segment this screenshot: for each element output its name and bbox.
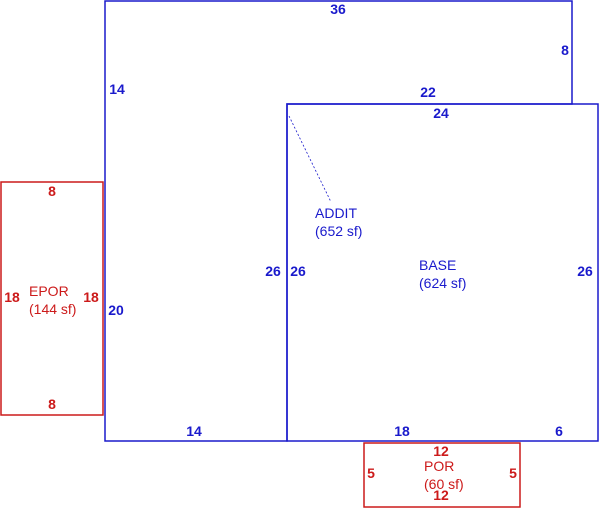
- por-dim-left: 5: [367, 465, 375, 481]
- por-dim-right: 5: [509, 465, 517, 481]
- addition-outline: [104, 0, 573, 442]
- base-area: (624 sf): [419, 275, 466, 291]
- por-dim-top: 12: [433, 443, 449, 459]
- addition-dim-bottom: 14: [186, 423, 202, 439]
- por-dim-bottom: 12: [433, 487, 449, 503]
- base-name: BASE: [419, 257, 456, 273]
- epor-name: EPOR: [29, 283, 69, 299]
- addition-dim-right-step: 8: [561, 42, 569, 58]
- addition-dim-left-upper: 14: [109, 81, 125, 97]
- por-name: POR: [424, 458, 454, 474]
- addition-dim-step-top: 22: [420, 84, 436, 100]
- addition-leader-line: [288, 115, 332, 203]
- addition-dim-left-lower: 20: [108, 302, 124, 318]
- base-dim-left: 26: [290, 263, 306, 279]
- epor-dim-top: 8: [48, 183, 56, 199]
- base-dim-bottom-right: 6: [555, 423, 563, 439]
- epor-area: (144 sf): [29, 301, 76, 317]
- base-dim-right: 26: [577, 263, 593, 279]
- epor-outline: [0, 181, 104, 416]
- epor-dim-right: 18: [83, 289, 99, 305]
- epor-dim-left: 18: [4, 289, 20, 305]
- por-outline: [363, 442, 521, 508]
- epor-dim-bottom: 8: [48, 396, 56, 412]
- base-dim-top: 24: [433, 105, 449, 121]
- addition-area: (652 sf): [315, 223, 362, 239]
- addition-name: ADDIT: [315, 205, 357, 221]
- base-dim-bottom-left: 18: [394, 423, 410, 439]
- addition-dim-inner: 26: [265, 263, 281, 279]
- addition-dim-top: 36: [330, 1, 346, 17]
- base-outline: [286, 103, 599, 442]
- por-area: (60 sf): [424, 476, 464, 492]
